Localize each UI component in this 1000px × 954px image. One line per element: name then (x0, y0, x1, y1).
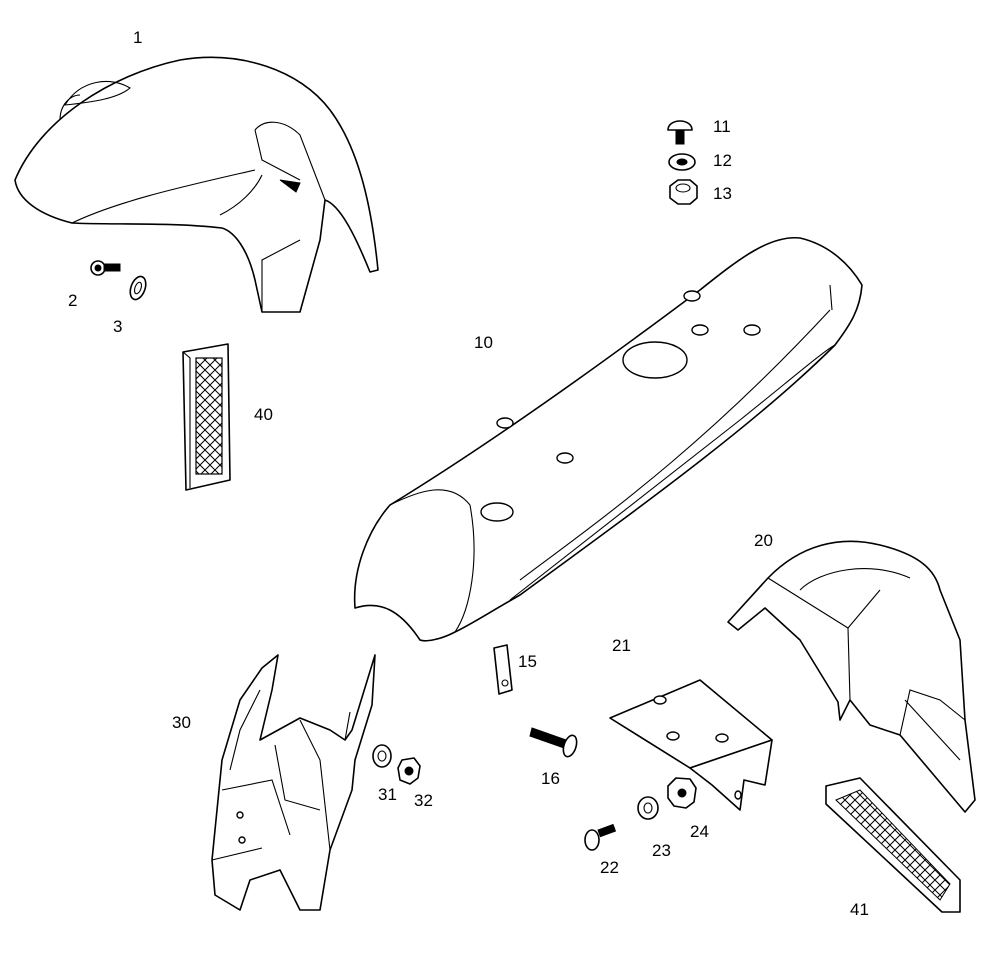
label-21: 21 (612, 636, 631, 655)
washer-part-23 (637, 796, 659, 820)
screw-part-2 (90, 260, 121, 276)
rear-mudguard-part-20 (727, 540, 976, 813)
label-1: 1 (133, 28, 142, 47)
nut-part-24 (667, 777, 697, 809)
label-22: 22 (600, 858, 619, 877)
washer-part-3 (129, 275, 147, 301)
reflector-part-41 (825, 777, 961, 913)
bolt-part-22 (584, 823, 617, 851)
label-24: 24 (690, 822, 709, 841)
label-20: 20 (754, 531, 773, 550)
screw-part-16 (529, 727, 578, 758)
washer-part-12 (668, 153, 696, 171)
front-mudguard-part (14, 56, 379, 313)
label-15: 15 (518, 652, 537, 671)
label-32: 32 (414, 791, 433, 810)
label-10: 10 (474, 333, 493, 352)
label-40: 40 (254, 405, 273, 424)
label-16: 16 (541, 769, 560, 788)
label-3: 3 (113, 317, 122, 336)
nut-part-32 (397, 757, 421, 785)
chain-guard-part-30 (211, 654, 376, 911)
clip-part-15 (493, 644, 513, 695)
label-23: 23 (652, 841, 671, 860)
label-11: 11 (713, 117, 731, 136)
washer-part-31 (372, 744, 392, 768)
main-cover-part-10 (353, 237, 863, 642)
label-12: 12 (713, 151, 732, 170)
label-13: 13 (713, 184, 732, 203)
label-31: 31 (378, 785, 397, 804)
bracket-part-21 (609, 679, 773, 811)
label-41: 41 (850, 900, 869, 919)
label-30: 30 (172, 713, 191, 732)
label-2: 2 (68, 291, 77, 310)
bolt-part-11 (667, 120, 693, 145)
reflector-part-40 (182, 343, 231, 491)
nut-part-13 (669, 179, 698, 205)
